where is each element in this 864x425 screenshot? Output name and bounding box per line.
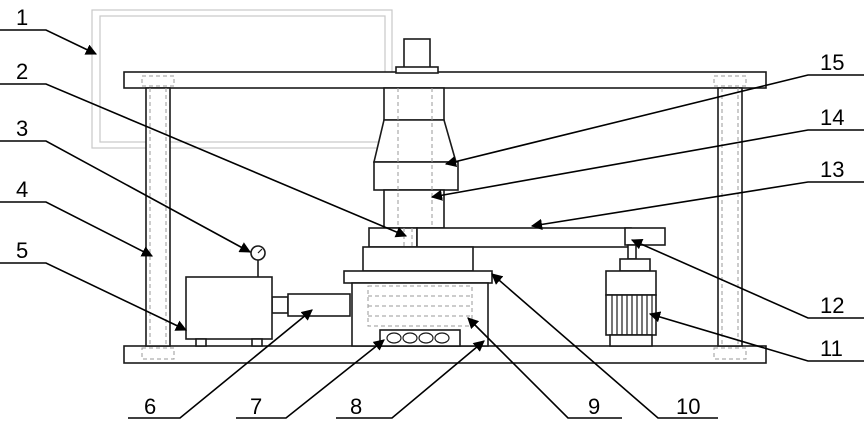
vessel-assembly — [344, 247, 492, 346]
leader-2 — [0, 84, 406, 236]
label-11: 11 — [820, 336, 843, 361]
stirrer-plate — [380, 330, 460, 346]
control-box — [186, 246, 272, 346]
motor-body — [606, 295, 656, 335]
horizontal-arm — [417, 228, 631, 247]
leader-13 — [532, 182, 864, 226]
spindle-top-shaft — [404, 39, 430, 71]
bearing-seat — [363, 247, 473, 271]
label-6: 6 — [144, 394, 156, 419]
label-4: 4 — [16, 177, 28, 202]
cone-collar — [374, 162, 458, 190]
label-5: 5 — [16, 238, 28, 263]
vessel-flange — [344, 271, 492, 283]
upper-housing — [384, 88, 444, 120]
label-9: 9 — [588, 394, 600, 419]
label-3: 3 — [16, 116, 28, 141]
label-1: 1 — [16, 5, 28, 30]
motor-coupling — [620, 259, 650, 271]
box-body — [186, 277, 272, 339]
label-13: 13 — [820, 157, 844, 182]
top-plate — [124, 72, 766, 88]
inlet-pipe — [272, 294, 350, 316]
arm-assembly — [369, 228, 665, 247]
motor-assembly — [606, 245, 656, 346]
label-15: 15 — [820, 50, 844, 75]
label-14: 14 — [820, 105, 844, 130]
label-10: 10 — [676, 394, 700, 419]
label-2: 2 — [16, 59, 28, 84]
leader-3 — [0, 141, 250, 252]
label-12: 12 — [820, 293, 844, 318]
base-plate — [124, 346, 766, 363]
leader-1 — [0, 30, 96, 54]
motor-top — [606, 271, 656, 295]
pipe-tube — [288, 294, 350, 316]
motor-base — [610, 335, 652, 346]
leader-14 — [432, 130, 864, 197]
arm-end-pulley — [625, 228, 665, 245]
conical-housing — [374, 120, 456, 162]
label-7: 7 — [250, 394, 262, 419]
label-8: 8 — [350, 394, 362, 419]
spindle-assembly — [374, 39, 458, 228]
